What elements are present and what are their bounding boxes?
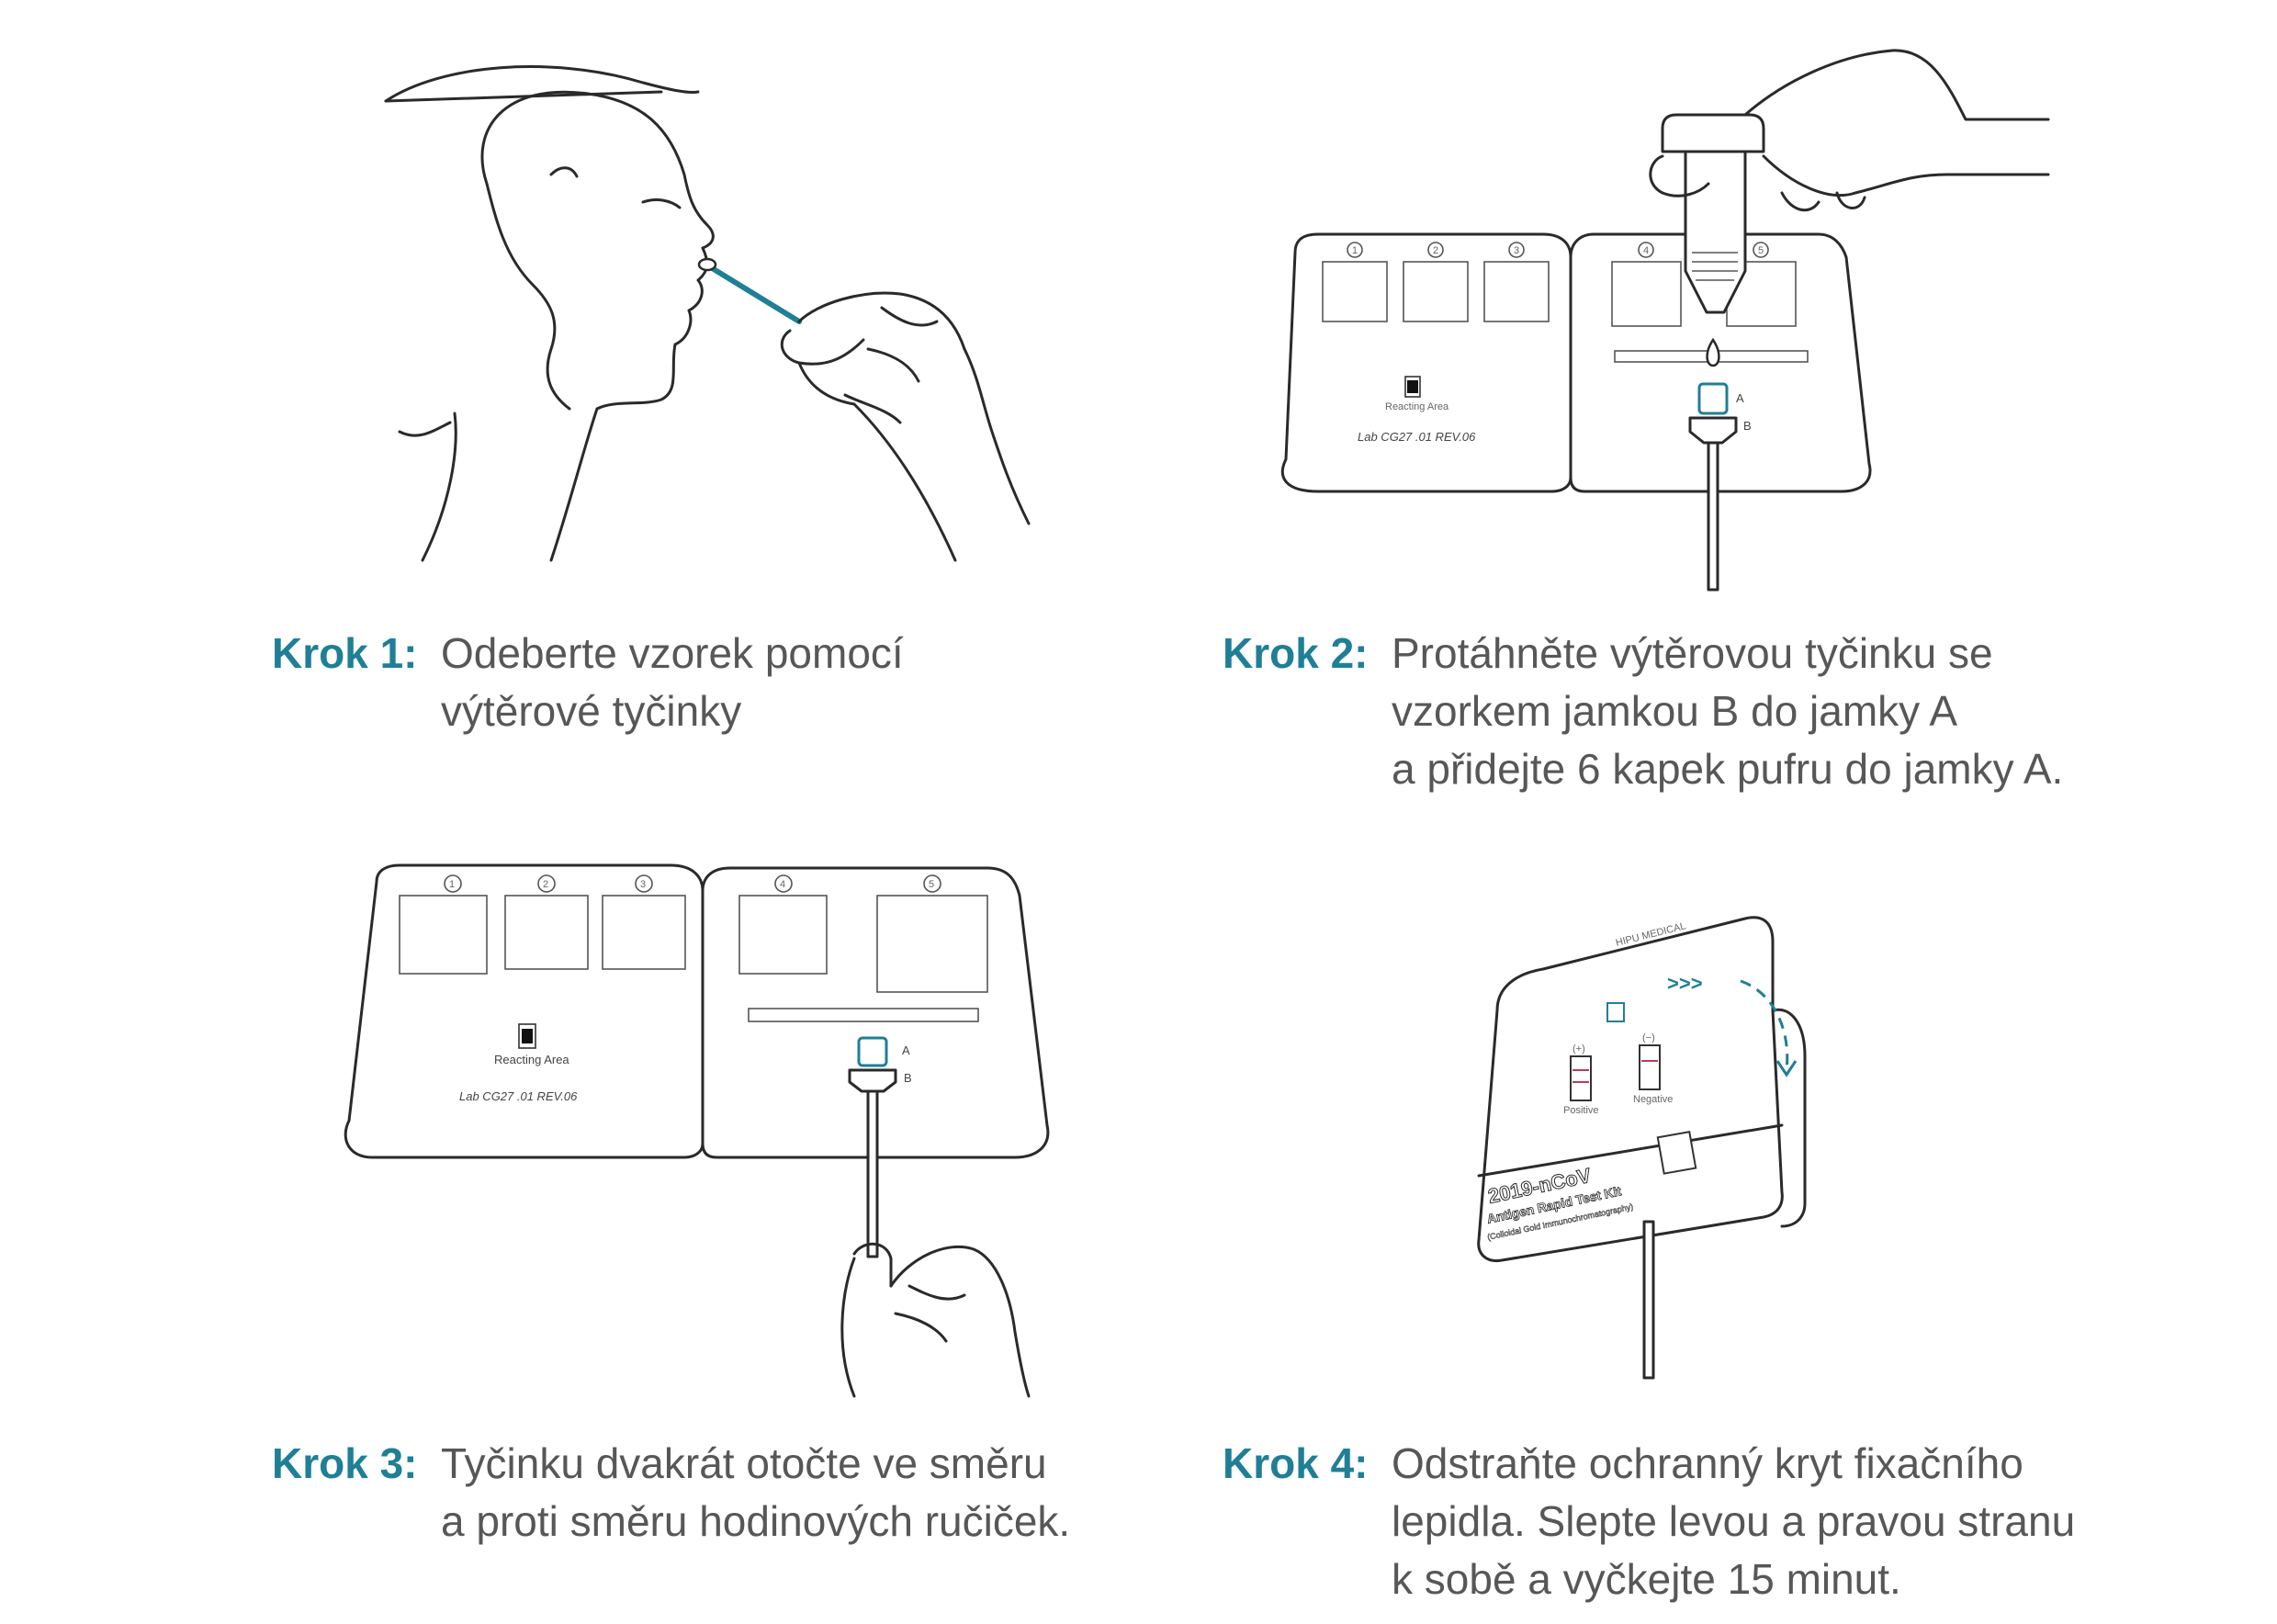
- step2-label: Krok 2:: [1223, 629, 1369, 677]
- fold-arrows: >>>: [1667, 972, 1703, 995]
- lot-number: Lab CG27 .01 REV.06: [459, 1089, 578, 1103]
- step2-illustration: 1 2 3 4 5 Reacting Area Lab CG27 .01 REV.06…: [1268, 46, 2057, 597]
- svg-text:1: 1: [1352, 245, 1358, 256]
- buffer-drops-icon: 1 2 3 4 5 Reacting Area Lab CG27 .01 REV.06…: [1280, 49, 2050, 592]
- svg-text:3: 3: [1514, 245, 1519, 256]
- rotate-swab-icon: 1 2 3 4 5 Reacting Area Lab CG27 .01 REV.06…: [344, 863, 1050, 1398]
- svg-text:3: 3: [640, 879, 646, 890]
- svg-text:2: 2: [1433, 245, 1438, 256]
- step3-caption: Krok 3: Tyčinku dvakrát otočte ve směru …: [272, 1435, 1070, 1545]
- step1-text: Odeberte vzorek pomocí výtěrové tyčinky: [441, 629, 904, 735]
- step4-illustration: (+) (−) Positive Negative HIPU MEDICAL >…: [1460, 900, 1846, 1396]
- svg-text:1: 1: [449, 879, 455, 890]
- svg-text:5: 5: [929, 879, 934, 890]
- step4-text: Odstraňte ochranný kryt fixačního lepidl…: [1392, 1439, 2076, 1603]
- step1-illustration: [367, 46, 1065, 570]
- negative-sign: (−): [1642, 1032, 1655, 1043]
- lot-number: Lab CG27 .01 REV.06: [1358, 430, 1476, 444]
- step2-text: Protáhněte výtěrovou tyčinku se vzorkem …: [1392, 629, 2064, 793]
- step1-caption: Krok 1: Odeberte vzorek pomocí výtěrové …: [272, 625, 904, 735]
- reacting-area-label: Reacting Area: [1385, 401, 1449, 412]
- positive-sign: (+): [1572, 1043, 1585, 1054]
- negative-label: Negative: [1633, 1094, 1673, 1105]
- closed-test-kit-icon: (+) (−) Positive Negative HIPU MEDICAL >…: [1477, 916, 1807, 1380]
- nasal-swab-icon: [384, 65, 1031, 562]
- step1-label: Krok 1:: [272, 629, 418, 677]
- step4-caption: Krok 4: Odstraňte ochranný kryt fixačníh…: [1223, 1435, 2075, 1603]
- step2-caption: Krok 2: Protáhněte výtěrovou tyčinku se …: [1223, 625, 2063, 793]
- svg-text:4: 4: [1643, 245, 1649, 256]
- svg-text:2: 2: [543, 879, 548, 890]
- step3-label: Krok 3:: [272, 1439, 418, 1487]
- svg-text:5: 5: [1758, 245, 1764, 256]
- positive-label: Positive: [1563, 1105, 1599, 1116]
- svg-text:4: 4: [780, 879, 785, 890]
- well-b-label: B: [904, 1071, 912, 1085]
- well-b-label: B: [1743, 419, 1752, 433]
- reacting-area-label: Reacting Area: [494, 1053, 569, 1066]
- step3-illustration: 1 2 3 4 5 Reacting Area Lab CG27 .01 REV.06…: [340, 854, 1075, 1405]
- well-a-label: A: [1736, 391, 1744, 405]
- well-a-label: A: [902, 1043, 910, 1057]
- step3-text: Tyčinku dvakrát otočte ve směru a proti …: [441, 1439, 1071, 1545]
- step4-label: Krok 4:: [1223, 1439, 1369, 1487]
